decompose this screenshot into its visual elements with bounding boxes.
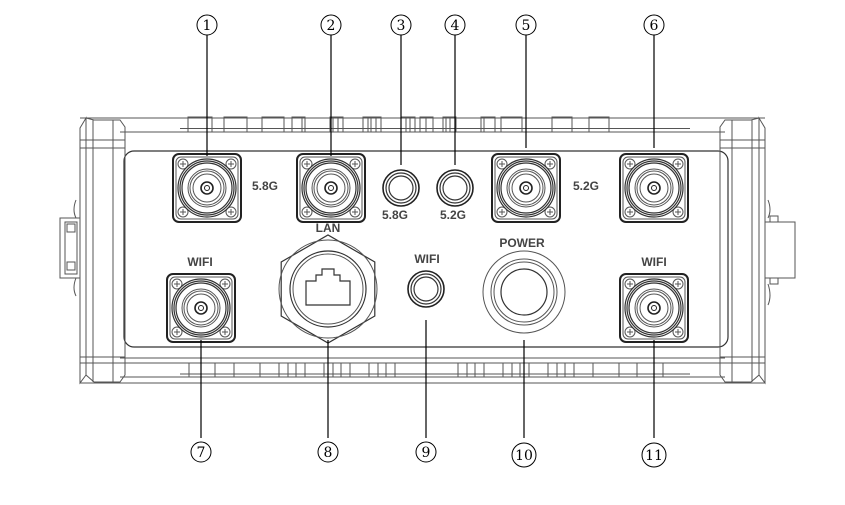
- sma-connector-4: [436, 169, 474, 207]
- screw-icon: [672, 206, 684, 218]
- label-lan: LAN: [316, 221, 341, 235]
- screw-icon: [624, 278, 636, 290]
- label-sma4-band: 5.2G: [440, 208, 466, 222]
- callout-2: 2: [320, 14, 342, 36]
- screw-icon: [177, 158, 189, 170]
- screw-icon: [171, 278, 183, 290]
- screw-icon: [301, 158, 313, 170]
- callout-number: 3: [397, 18, 406, 34]
- label-wifi-left: WIFI: [187, 255, 212, 269]
- screw-icon: [301, 206, 313, 218]
- screw-icon: [219, 326, 231, 338]
- screw-icon: [225, 158, 237, 170]
- label-n6-band: 5.2G: [573, 179, 599, 193]
- screw-icon: [624, 158, 636, 170]
- bottom-rail-pattern: [180, 362, 690, 378]
- n-type-connector-2: [296, 153, 366, 223]
- callout-10: 10: [511, 442, 537, 468]
- screw-icon: [496, 158, 508, 170]
- sma-connector-3: [382, 169, 420, 207]
- screw-icon: [177, 206, 189, 218]
- screw-icon: [225, 206, 237, 218]
- port-labels: 5.8G 5.8G 5.2G 5.2G WIFI LAN WIFI POWER …: [187, 179, 666, 269]
- ethernet-port-icon: [305, 268, 351, 306]
- callout-7: 7: [190, 441, 212, 463]
- lan-rj45-connector: [278, 234, 378, 344]
- power-button: [482, 250, 566, 334]
- callout-circle: [641, 442, 667, 468]
- callout-4: 4: [444, 14, 466, 36]
- leader-lines: [200, 35, 655, 438]
- screw-icon: [171, 326, 183, 338]
- screw-icon: [672, 326, 684, 338]
- top-rail-pattern: [180, 116, 690, 133]
- callout-number: 8: [324, 445, 333, 461]
- callout-number: 5: [522, 18, 531, 34]
- callout-circle: [390, 14, 412, 36]
- callout-circle: [415, 441, 437, 463]
- device-body: [80, 117, 765, 384]
- callout-number: 2: [327, 18, 336, 34]
- screw-icon: [624, 326, 636, 338]
- connectors: [166, 153, 689, 344]
- label-wifi-mid: WIFI: [414, 252, 439, 266]
- n-type-connector-7: [166, 273, 236, 343]
- callout-circle: [196, 14, 218, 36]
- screw-icon: [672, 278, 684, 290]
- callout-circle: [317, 441, 339, 463]
- callout-number: 6: [650, 18, 659, 34]
- screw-icon: [349, 206, 361, 218]
- label-wifi-right: WIFI: [641, 255, 666, 269]
- callout-8: 8: [317, 441, 339, 463]
- callout-number: 11: [645, 448, 663, 464]
- callout-number: 9: [422, 445, 431, 461]
- callout-number: 4: [451, 18, 460, 34]
- callout-circle: [320, 14, 342, 36]
- screw-icon: [672, 158, 684, 170]
- callout-circle: [515, 14, 537, 36]
- sma-connector-9: [407, 270, 445, 308]
- callout-1: 1: [196, 14, 218, 36]
- screw-icon: [544, 158, 556, 170]
- callouts: 1 2 3 4 5 6 7 8 9 10 11: [190, 14, 667, 468]
- screw-icon: [496, 206, 508, 218]
- callout-6: 6: [643, 14, 665, 36]
- callout-number: 10: [515, 448, 533, 464]
- screw-icon: [544, 206, 556, 218]
- callout-number: 7: [197, 445, 206, 461]
- screw-icon: [349, 158, 361, 170]
- callout-circle: [643, 14, 665, 36]
- label-sma3-band: 5.8G: [382, 208, 408, 222]
- right-end-cap: [719, 116, 796, 385]
- callout-11: 11: [641, 442, 667, 468]
- screw-icon: [219, 278, 231, 290]
- callout-number: 1: [203, 18, 212, 34]
- callout-circle: [444, 14, 466, 36]
- label-power: POWER: [499, 236, 545, 250]
- n-type-connector-6: [619, 153, 689, 223]
- n-type-connector-5: [491, 153, 561, 223]
- callout-circle: [511, 442, 537, 468]
- n-type-connector-11: [619, 273, 689, 343]
- callout-9: 9: [415, 441, 437, 463]
- callout-3: 3: [390, 14, 412, 36]
- n-type-connector-1: [172, 153, 242, 223]
- callout-circle: [190, 441, 212, 463]
- left-end-cap: [59, 116, 126, 385]
- label-n1-band: 5.8G: [252, 179, 278, 193]
- screw-icon: [624, 206, 636, 218]
- callout-5: 5: [515, 14, 537, 36]
